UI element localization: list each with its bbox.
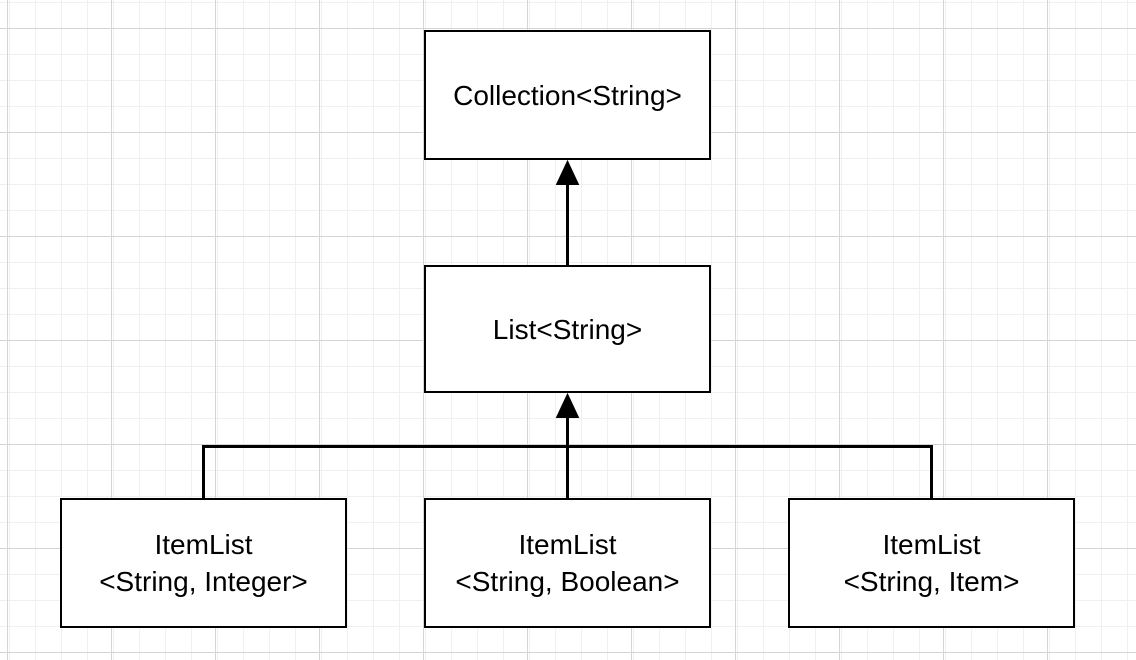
- arrowhead-icon: [555, 392, 580, 418]
- type-params-label: <String, Boolean>: [455, 566, 680, 597]
- class-box-collection-string[interactable]: Collection<String>: [424, 30, 711, 160]
- class-box-list-string[interactable]: List<String>: [424, 265, 711, 393]
- class-name-label: List<String>: [492, 313, 643, 345]
- class-name-label: ItemList: [154, 529, 253, 560]
- class-name-label: ItemList: [882, 529, 981, 560]
- class-name-label: Collection<String>: [453, 79, 682, 111]
- class-box-itemlist-string-integer[interactable]: ItemList <String, Integer>: [60, 498, 347, 628]
- class-box-itemlist-string-boolean[interactable]: ItemList <String, Boolean>: [424, 498, 711, 628]
- class-box-itemlist-string-item[interactable]: ItemList <String, Item>: [788, 498, 1075, 628]
- arrowhead-icon: [555, 159, 580, 185]
- type-params-label: <String, Integer>: [99, 566, 308, 597]
- class-name-label: ItemList: [518, 529, 617, 560]
- type-params-label: <String, Item>: [843, 566, 1020, 597]
- edge-itemlists-to-list[interactable]: [202, 392, 933, 498]
- edge-list-to-collection[interactable]: [555, 159, 580, 265]
